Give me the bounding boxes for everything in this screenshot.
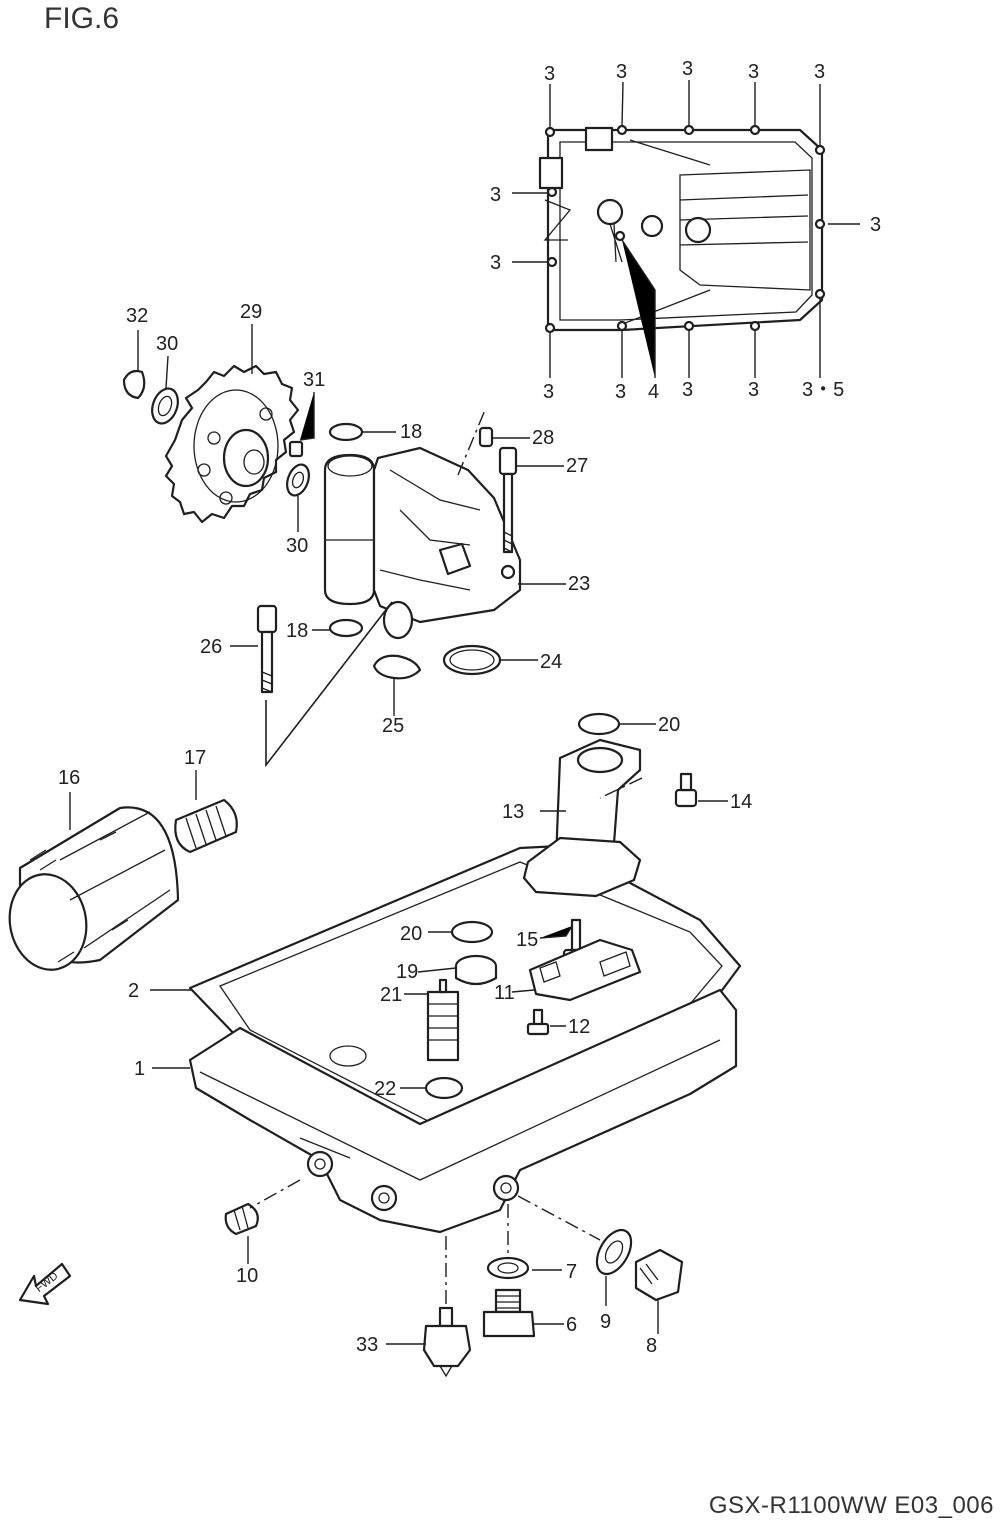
callout-labels: 3 3 3 3 3 3 3 3 3 3 4 3 3 3・5 32 29 30 3…	[58, 58, 881, 1357]
oil-pan	[188, 988, 738, 1234]
callout-1: 1	[134, 1058, 145, 1080]
callout-3: 3	[682, 379, 693, 401]
callout-7: 7	[566, 1261, 577, 1283]
dowel-pin-28	[478, 426, 494, 448]
callout-3: 3	[490, 252, 501, 274]
oil-filter	[8, 806, 180, 971]
o-ring-18-upper	[328, 422, 364, 442]
o-ring-24	[442, 644, 502, 676]
callout-14: 14	[730, 791, 752, 813]
bolt-27	[498, 446, 518, 554]
plug-10	[224, 1202, 259, 1236]
callout-3: 3	[682, 58, 693, 80]
callout-12: 12	[568, 1016, 590, 1038]
callout-31: 31	[303, 369, 325, 391]
gasket-9	[595, 1228, 633, 1276]
o-ring-20-upper	[577, 712, 621, 736]
callout-18: 18	[286, 620, 308, 642]
callout-30: 30	[286, 535, 308, 557]
bolt-26	[256, 604, 278, 694]
callout-19: 19	[396, 961, 418, 983]
gasket-7	[486, 1256, 530, 1280]
callout-3: 3	[814, 61, 825, 83]
oil-pump-body	[323, 409, 522, 640]
oil-strainer-11	[528, 938, 642, 1002]
callout-10: 10	[236, 1265, 258, 1287]
washer-30-lower	[286, 463, 310, 497]
washer-30-upper	[151, 387, 179, 425]
figure-title: FIG.6	[44, 2, 120, 35]
oil-pressure-switch-33	[422, 1306, 472, 1378]
oil-pipe-13	[522, 738, 642, 898]
callout-13: 13	[502, 801, 524, 823]
callout-3: 3	[616, 61, 627, 83]
plug-8	[634, 1248, 684, 1302]
callout-26: 26	[200, 636, 222, 658]
callout-3: 3	[490, 184, 501, 206]
drain-plug-6	[482, 1288, 536, 1338]
o-ring-20-lower	[450, 920, 494, 944]
relief-valve-21	[426, 978, 460, 1062]
callout-4: 4	[648, 381, 659, 403]
callout-3: 3	[543, 381, 554, 403]
callout-28: 28	[532, 427, 554, 449]
callout-3-5: 3・5	[802, 379, 844, 401]
oil-pump-drive-gear	[164, 364, 300, 524]
oil-pan-upper-view	[512, 80, 860, 378]
callout-22: 22	[374, 1078, 396, 1100]
callout-3: 3	[748, 61, 759, 83]
callout-3: 3	[748, 379, 759, 401]
callout-2: 2	[128, 980, 139, 1002]
bolt-12	[526, 1008, 550, 1036]
callout-15: 15	[516, 929, 538, 951]
callout-27: 27	[566, 455, 588, 477]
callout-20: 20	[400, 923, 422, 945]
callout-20: 20	[658, 714, 680, 736]
callout-9: 9	[600, 1311, 611, 1333]
callout-33: 33	[356, 1334, 378, 1356]
o-ring-25	[372, 654, 422, 680]
callout-6: 6	[566, 1314, 577, 1336]
callout-29: 29	[240, 301, 262, 323]
bushing-19	[454, 954, 498, 986]
callout-16: 16	[58, 767, 80, 789]
callout-3: 3	[870, 214, 881, 236]
callout-32: 32	[126, 305, 148, 327]
callout-18: 18	[400, 421, 422, 443]
bolt-14	[674, 772, 698, 808]
callout-24: 24	[540, 651, 562, 673]
callout-11: 11	[494, 982, 515, 1004]
callout-23: 23	[568, 573, 590, 595]
forward-direction-arrow: FWD	[18, 1262, 72, 1306]
callout-8: 8	[646, 1335, 657, 1357]
drawing-code: GSX-R1100WW E03_006	[708, 1492, 994, 1519]
callout-3: 3	[544, 63, 555, 85]
o-ring-18-lower	[328, 618, 364, 638]
callout-17: 17	[184, 747, 206, 769]
callout-25: 25	[382, 715, 404, 737]
pin-31	[288, 440, 304, 458]
o-ring-22	[424, 1076, 464, 1100]
union-nipple-17	[174, 798, 238, 854]
callout-21: 21	[380, 984, 402, 1006]
callout-30: 30	[156, 333, 178, 355]
callout-3: 3	[615, 381, 626, 403]
circlip-32	[122, 369, 146, 400]
